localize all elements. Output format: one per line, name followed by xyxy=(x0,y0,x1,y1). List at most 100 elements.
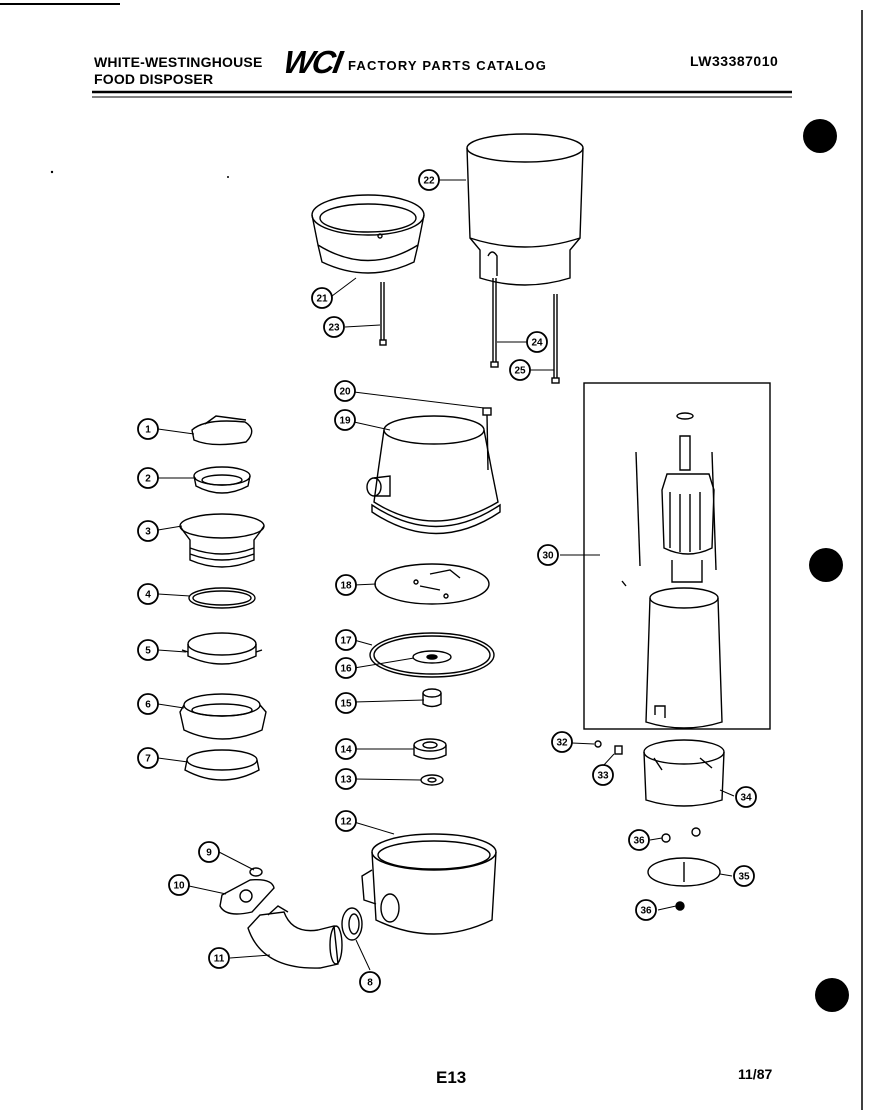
svg-text:36: 36 xyxy=(640,906,652,917)
callout-8: 8 xyxy=(359,971,381,993)
part-36-nut-lower xyxy=(675,901,685,911)
callout-20: 20 xyxy=(334,380,356,402)
leader-lines xyxy=(157,179,735,971)
callout-23: 23 xyxy=(323,316,345,338)
part-8-clamp xyxy=(341,907,363,941)
svg-text:35: 35 xyxy=(738,872,750,883)
part-7-mounting-ring-lower xyxy=(184,749,260,781)
part-2-splash-guard xyxy=(193,466,251,494)
part-1-stopper xyxy=(191,415,253,446)
part-13-washer xyxy=(420,774,444,786)
part-12-grinding-housing xyxy=(361,833,497,935)
svg-text:13: 13 xyxy=(340,775,352,786)
part-32-screw xyxy=(594,740,602,748)
svg-text:16: 16 xyxy=(340,664,352,675)
svg-text:22: 22 xyxy=(423,176,435,187)
callout-13: 13 xyxy=(335,768,357,790)
part-18-rotating-plate xyxy=(374,563,490,605)
svg-text:5: 5 xyxy=(145,646,151,657)
bolt-24 xyxy=(490,278,499,368)
callout-32: 32 xyxy=(551,731,573,753)
callout-15: 15 xyxy=(335,692,357,714)
callout-17: 17 xyxy=(335,629,357,651)
part-11-discharge-elbow xyxy=(247,905,343,969)
part-16-seal xyxy=(412,650,452,664)
svg-text:23: 23 xyxy=(328,323,340,334)
callout-11: 11 xyxy=(208,947,230,969)
svg-text:24: 24 xyxy=(531,338,543,349)
svg-text:19: 19 xyxy=(339,416,351,427)
callout-7: 7 xyxy=(137,747,159,769)
part-22-upper-hopper xyxy=(466,133,584,286)
callout-3: 3 xyxy=(137,520,159,542)
part-35-bottom-plate xyxy=(647,857,721,887)
part-34-end-bell xyxy=(643,739,725,807)
catalog-date: 11/87 xyxy=(738,1066,773,1082)
bolt-23 xyxy=(379,282,387,346)
svg-text:7: 7 xyxy=(145,754,151,765)
svg-text:2: 2 xyxy=(145,474,151,485)
part-6-mount-ring xyxy=(179,693,267,740)
bolt-25 xyxy=(551,294,560,384)
svg-text:3: 3 xyxy=(145,527,151,538)
callout-14: 14 xyxy=(335,738,357,760)
svg-text:12: 12 xyxy=(340,817,352,828)
svg-text:32: 32 xyxy=(556,738,568,749)
svg-text:10: 10 xyxy=(173,881,185,892)
motor-assembly-box xyxy=(583,382,771,730)
part-36-nut-upper xyxy=(661,827,701,843)
part-17-shredder-ring xyxy=(369,632,495,678)
callout-22: 22 xyxy=(418,169,440,191)
svg-text:4: 4 xyxy=(145,590,151,601)
callout-34: 34 xyxy=(735,786,757,808)
binder-hole-bottom xyxy=(815,978,849,1012)
brand-line-2: FOOD DISPOSER xyxy=(94,71,214,87)
callout-18: 18 xyxy=(335,574,357,596)
svg-text:18: 18 xyxy=(340,581,352,592)
binder-hole-middle xyxy=(809,548,843,582)
svg-text:20: 20 xyxy=(339,387,351,398)
callout-9: 9 xyxy=(198,841,220,863)
svg-text:11: 11 xyxy=(214,954,225,965)
svg-text:25: 25 xyxy=(514,366,526,377)
brand-line-1: WHITE-WESTINGHOUSE xyxy=(94,54,263,70)
svg-text:1: 1 xyxy=(145,425,151,436)
svg-text:6: 6 xyxy=(145,700,151,711)
part-19-hopper-body xyxy=(366,415,501,535)
callout-10: 10 xyxy=(168,874,190,896)
svg-text:9: 9 xyxy=(206,848,212,859)
model-number: LW33387010 xyxy=(690,53,779,69)
callout-33: 33 xyxy=(592,764,614,786)
svg-text:15: 15 xyxy=(340,699,352,710)
part-5-ring xyxy=(181,632,263,665)
catalog-title: FACTORY PARTS CATALOG xyxy=(348,58,548,73)
part-15-bushing xyxy=(422,688,442,708)
callout-6: 6 xyxy=(137,693,159,715)
part-14-bearing xyxy=(413,738,447,760)
callout-19: 19 xyxy=(334,409,356,431)
part-10-flange-gasket xyxy=(219,878,275,915)
callout-12: 12 xyxy=(335,810,357,832)
callout-1: 1 xyxy=(137,418,159,440)
callout-24: 24 xyxy=(526,331,548,353)
callout-30: 30 xyxy=(537,544,559,566)
callout-25: 25 xyxy=(509,359,531,381)
svg-text:8: 8 xyxy=(367,978,373,989)
screw-20 xyxy=(482,407,492,471)
callout-labels: 1 2 3 4 5 6 7 8 9 10 11 12 13 14 15 16 1… xyxy=(137,169,757,993)
part-9-screw xyxy=(249,867,263,877)
svg-text:33: 33 xyxy=(597,771,609,782)
part-21-mounting-ring xyxy=(311,194,425,274)
svg-text:21: 21 xyxy=(316,294,328,305)
svg-text:34: 34 xyxy=(740,793,752,804)
callout-36-upper: 36 xyxy=(628,829,650,851)
part-33-clip xyxy=(614,745,623,755)
callout-16: 16 xyxy=(335,657,357,679)
part-3-flange xyxy=(179,513,265,568)
svg-text:30: 30 xyxy=(542,551,554,562)
callout-5: 5 xyxy=(137,639,159,661)
part-30-motor xyxy=(621,412,723,729)
callout-4: 4 xyxy=(137,583,159,605)
callout-36-lower: 36 xyxy=(635,899,657,921)
